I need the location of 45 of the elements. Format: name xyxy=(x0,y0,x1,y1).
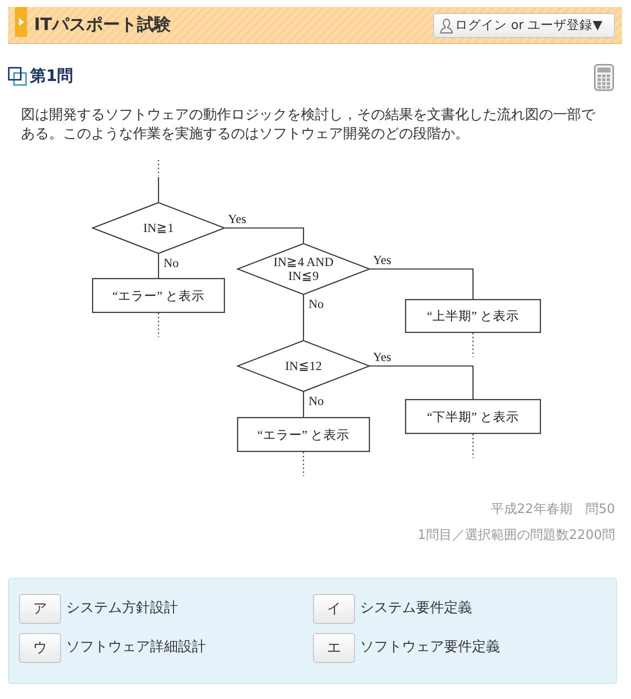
edge-label: Yes xyxy=(372,254,392,267)
edge-label: No xyxy=(308,395,325,408)
question-text: 図は開発するソフトウェアの動作ロジックを検討し，その結果を文書化した流れ図の一部である。このような作業を実施するのはソフトウェア開発のどの段階か。 xyxy=(21,106,596,144)
edge-label: No xyxy=(308,298,325,311)
choice-text: ソフトウェア詳細設計 xyxy=(66,638,206,657)
display-text: “エラー” と表示 xyxy=(112,288,205,302)
choice-text: システム方針設計 xyxy=(66,599,178,618)
connector-line xyxy=(225,227,304,243)
process-box xyxy=(237,417,370,452)
edge-label: Yes xyxy=(227,213,248,226)
process-box xyxy=(405,399,541,434)
display-text: “下半期” と表示 xyxy=(426,410,520,424)
login-button: ログイン or ユーザ登録▼ xyxy=(433,13,615,38)
question-count-text: 1問目／選択範囲の問題数2200問 xyxy=(418,528,615,544)
condition-text: IN≧4 AND IN≦9 xyxy=(272,255,334,283)
connector-line xyxy=(472,333,474,357)
question-number: 第1問 xyxy=(30,66,74,86)
process-box xyxy=(92,278,225,313)
condition-text: IN≦12 xyxy=(285,359,322,373)
choice-text: システム要件定義 xyxy=(360,599,472,618)
decision-diamond xyxy=(237,340,370,392)
connector-line xyxy=(302,392,304,417)
connector-line xyxy=(370,268,474,299)
connector-line xyxy=(370,365,474,399)
connector-line xyxy=(472,434,474,458)
decision-diamond xyxy=(237,243,370,295)
connector-line xyxy=(302,452,304,476)
connector-line xyxy=(158,313,160,337)
display-text: “上半期” と表示 xyxy=(426,309,520,323)
choice-button: エ xyxy=(313,633,355,663)
choice-button: ウ xyxy=(19,633,61,663)
process-box xyxy=(405,299,541,333)
choice-button: イ xyxy=(313,594,355,624)
connector-line xyxy=(302,295,304,340)
connector-line xyxy=(158,177,160,202)
page-title: ITパスポート試験 xyxy=(34,14,171,37)
exam-session-text: 平成22年春期 問50 xyxy=(490,502,615,518)
display-text: “エラー” と表示 xyxy=(257,428,350,442)
condition-text: IN≧1 xyxy=(143,221,174,235)
decision-diamond xyxy=(92,202,225,254)
choice-text: ソフトウェア要件定義 xyxy=(360,638,500,657)
choice-button: ア xyxy=(19,594,61,624)
edge-label: No xyxy=(162,257,180,270)
connector-line xyxy=(158,254,160,278)
edge-label: Yes xyxy=(372,351,392,364)
